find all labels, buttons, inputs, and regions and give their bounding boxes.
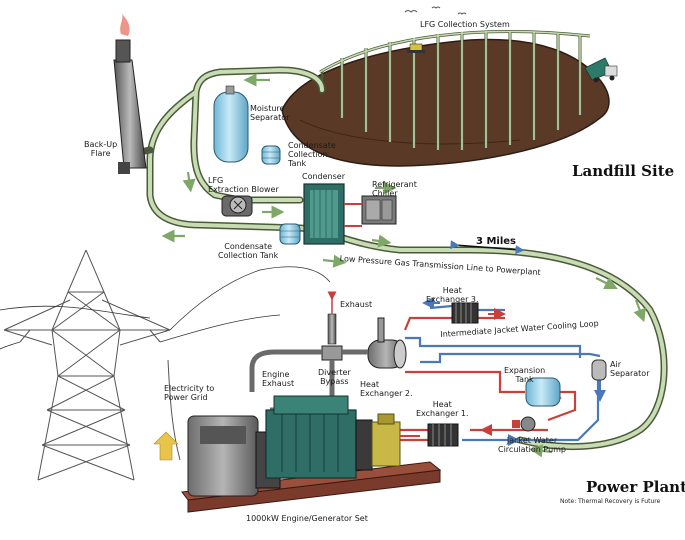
jacket-water-pump-label: Jacket Water Circulation Pump <box>498 436 566 454</box>
flare-line-2: Flare <box>90 149 111 158</box>
distance-label: 3 Miles <box>476 236 516 247</box>
moisture-separator <box>213 85 249 163</box>
backup-flare-label: Back-Up Flare <box>84 140 117 158</box>
landfill-site-title: Landfill Site <box>572 162 675 180</box>
heat-exchanger-2 <box>367 317 407 369</box>
condenser <box>303 183 345 245</box>
expansion-line-1: Expansion <box>504 366 546 375</box>
engine-generator-set <box>181 395 442 513</box>
loop-flow-arrows <box>422 297 606 446</box>
pump-line-2: Circulation Pump <box>498 445 567 454</box>
heat-exchanger-3 <box>451 302 479 324</box>
expansion-line-2: Tank <box>515 375 534 384</box>
hx2-line-1: Heat <box>360 380 379 389</box>
grid-line-1: Electricity to <box>164 384 215 393</box>
air-sep-line-2: Separator <box>610 369 650 378</box>
hx1-line-1: Heat <box>432 400 452 409</box>
grid-cable <box>167 359 181 461</box>
cct-lower-line-1: Condensate <box>224 242 273 251</box>
extraction-blower <box>221 195 253 217</box>
condensate-tank-upper <box>261 145 281 165</box>
expansion-tank-label: Expansion Tank <box>504 366 545 384</box>
landfill-mound <box>281 38 610 167</box>
hx3-line-2: Exchanger 3. <box>426 295 479 304</box>
air-separator <box>591 359 607 381</box>
hx2-line-2: Exchanger 2. <box>360 389 413 398</box>
lfg-collection-wells-inner <box>319 30 591 150</box>
electricity-to-grid-label: Electricity to Power Grid <box>164 384 214 402</box>
lfg-extraction-blower-label: LFG Extraction Blower <box>208 176 279 194</box>
engine-exhaust-line-1: Engine <box>262 370 290 379</box>
condensate-tank-lower <box>279 223 301 245</box>
heat-exchanger-3-label: Heat Exchanger 3. <box>426 286 479 304</box>
condensate-collection-tank-upper-label: Condensate Collection Tank <box>288 141 336 168</box>
exhaust-label: Exhaust <box>340 300 373 309</box>
expansion-tank <box>525 377 561 407</box>
moisture-separator-label: Moisture Separator <box>250 104 290 122</box>
diverter-line-2: Bypass <box>320 377 349 386</box>
heat-exchanger-1-label: Heat Exchanger 1. <box>416 400 469 418</box>
pump-line-1: Jacket Water <box>506 436 558 445</box>
refrigerant-chiller <box>344 195 397 227</box>
air-separator-label: Air Separator <box>610 360 650 378</box>
blower-line-2: Extraction Blower <box>208 185 279 194</box>
cct-upper-line-3: Tank <box>288 159 307 168</box>
cct-upper-line-1: Condensate <box>288 141 336 150</box>
power-lines <box>0 266 331 350</box>
thermal-recovery-note: Note: Thermal Recovery is Future <box>560 498 661 505</box>
moisture-separator-line-1: Moisture <box>250 104 285 113</box>
cct-lower-line-2: Collection Tank <box>218 251 279 260</box>
air-sep-line-1: Air <box>610 360 621 369</box>
exhaust-stack <box>327 291 337 345</box>
transmission-tower <box>3 249 171 481</box>
gas-flow-arrows <box>161 73 646 458</box>
refrigerant-chiller-label: Refrigerant Chiller <box>372 180 417 198</box>
moisture-separator-line-2: Separator <box>250 113 290 122</box>
heat-exchanger-2-label: Heat Exchanger 2. <box>360 380 413 398</box>
distance-arrow <box>450 240 525 255</box>
backup-flare <box>113 14 147 174</box>
cct-upper-line-2: Collection <box>288 150 328 159</box>
condenser-label: Condenser <box>302 172 345 181</box>
birds <box>404 6 467 15</box>
heat-exchanger-1 <box>427 423 459 447</box>
lfg-collection-system-label: LFG Collection System <box>420 20 510 29</box>
engine-exhaust-line-2: Exhaust <box>262 379 295 388</box>
diverter-bypass <box>321 345 343 361</box>
bulldozer-icon <box>407 43 425 53</box>
blower-line-1: LFG <box>208 176 224 185</box>
engine-exhaust-label: Engine Exhaust <box>262 370 294 388</box>
grid-line-2: Power Grid <box>164 393 208 402</box>
circulation-pump <box>512 416 536 432</box>
power-plant-title: Power Plant <box>586 478 685 496</box>
chiller-line-1: Refrigerant <box>372 180 417 189</box>
hx1-line-2: Exchanger 1. <box>416 409 469 418</box>
condensate-collection-tank-lower-label: Condensate Collection Tank <box>218 242 278 260</box>
diverter-line-1: Diverter <box>318 368 351 377</box>
diverter-bypass-label: Diverter Bypass <box>318 368 351 386</box>
grid-arrow <box>153 431 179 461</box>
chiller-line-2: Chiller <box>372 189 398 198</box>
hx3-line-1: Heat <box>442 286 462 295</box>
engine-generator-set-label: 1000kW Engine/Generator Set <box>246 514 368 523</box>
dump-truck-icon <box>584 57 618 83</box>
flare-line-1: Back-Up <box>84 140 118 149</box>
